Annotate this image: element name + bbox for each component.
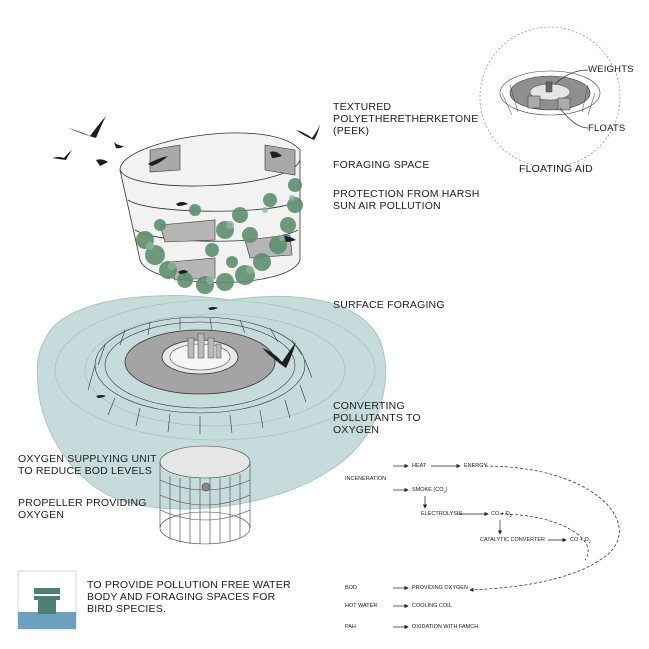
foliage-highlight: [146, 195, 295, 284]
platform-ring: [124, 329, 276, 395]
floating-aid-diagram: [479, 26, 621, 168]
bird-icon: [148, 156, 168, 166]
label-foraging-space: FORAGING SPACE: [333, 159, 430, 171]
bird-icon: [114, 142, 124, 149]
flow-co-o2: CO + O2: [491, 511, 513, 519]
flow-energy: ENERGY: [464, 463, 488, 469]
oxygen-unit: [159, 445, 251, 545]
label-oxygen-unit: OXYGEN SUPPLYING UNIT TO REDUCE BOD LEVE…: [18, 453, 157, 477]
label-propeller: PROPELLER PROVIDING OXYGEN: [18, 497, 147, 521]
flow-bod: BOD: [345, 585, 357, 591]
water-body: [36, 295, 387, 510]
birds: [52, 116, 320, 398]
label-floating-aid: FLOATING AID: [519, 163, 593, 175]
bird-icon: [68, 116, 106, 138]
bird-icon: [270, 151, 282, 158]
label-summary: TO PROVIDE POLLUTION FREE WATER BODY AND…: [87, 579, 291, 615]
label-peek: TEXTURED POLYETHERETHERKETONE (PEEK): [333, 101, 479, 137]
flow-catalytic: CATALYTIC CONVERTER: [480, 537, 545, 543]
flow-arrows: [393, 463, 620, 630]
label-surface-foraging: SURFACE FORAGING: [333, 299, 445, 311]
legend-icon: [17, 570, 77, 630]
flow-oxidation: OXIDATION WITH FAMCH: [412, 624, 479, 630]
flow-cooling-coil: COOLING COIL: [412, 603, 452, 609]
flow-hot-water: HOT WATER: [345, 603, 378, 609]
bird-icon: [208, 307, 218, 310]
flow-co-o2-b: CO + O2: [570, 537, 592, 545]
bird-icon: [296, 124, 320, 140]
water-ripples: [54, 299, 376, 441]
label-weights: WEIGHTS: [588, 64, 634, 75]
flow-smoke: SMOKE (CO2): [412, 487, 448, 495]
bird-icon: [96, 159, 108, 166]
bird-icon: [178, 270, 188, 274]
bird-icon: [262, 342, 296, 368]
tower-structure: [119, 132, 301, 283]
flow-heat: HEAT: [412, 463, 427, 469]
flow-providing-oxygen: PROVIDING OXYGEN: [412, 585, 468, 591]
label-converting: CONVERTING POLLUTANTS TO OXYGEN: [333, 400, 421, 436]
bird-icon: [96, 395, 106, 398]
outer-grid-ring: [87, 316, 313, 434]
flow-incineration: INCENERATION: [345, 476, 387, 482]
bird-icon: [52, 150, 72, 160]
bird-icon: [284, 236, 296, 242]
flow-electrolysis: ELECTROLYSIS: [421, 511, 463, 517]
label-protection: PROTECTION FROM HARSH SUN AIR POLLUTION: [333, 188, 480, 212]
bird-icon: [176, 202, 188, 206]
flow-pah: PAH: [345, 624, 356, 630]
label-floats: FLOATS: [588, 123, 626, 134]
